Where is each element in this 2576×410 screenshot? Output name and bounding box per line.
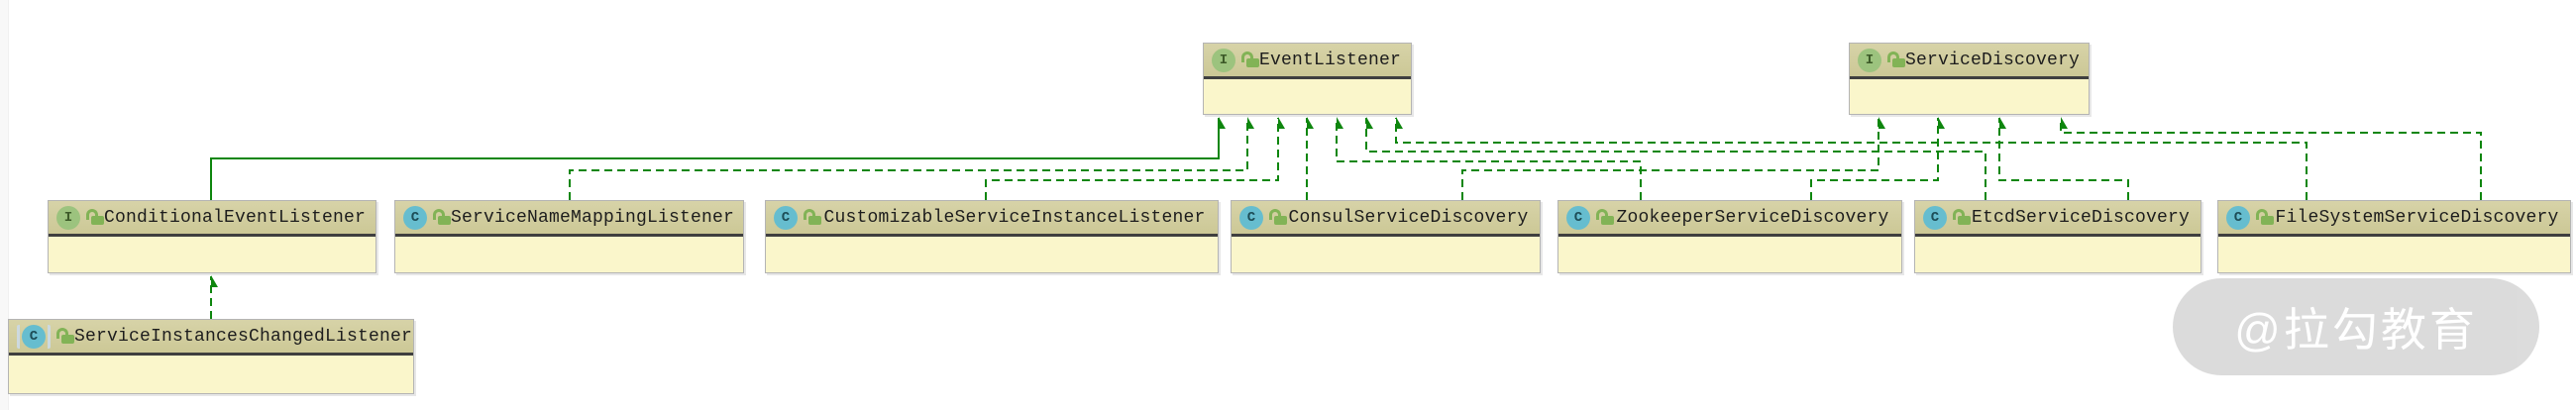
watermark-badge: @拉勾教育 — [2173, 278, 2539, 375]
lock-open-icon — [86, 208, 104, 225]
node-header: I EventListener — [1204, 44, 1411, 79]
node-header: C ServiceNameMappingListener — [395, 201, 743, 237]
node-body — [1915, 237, 2200, 272]
interface-icon: I — [56, 205, 80, 230]
node-body — [1232, 237, 1540, 272]
node-header: I ServiceDiscovery — [1850, 44, 2089, 79]
class-icon: C — [2226, 205, 2250, 230]
node-service-discovery[interactable]: I ServiceDiscovery — [1849, 43, 2090, 115]
lock-open-icon — [1596, 208, 1614, 225]
edge-file-system-service-discovery-to-service-discovery — [2060, 118, 2482, 200]
class-icon: C — [1923, 205, 1947, 230]
edge-etcd-service-discovery-to-service-discovery — [1998, 118, 2129, 200]
node-conditional-event-listener[interactable]: I ConditionalEventListener — [48, 200, 376, 273]
node-body — [1850, 79, 2089, 114]
lock-open-icon — [433, 208, 451, 225]
node-title: ServiceNameMappingListener — [451, 207, 735, 228]
edge-conditional-event-listener-to-event-listener — [210, 118, 1219, 200]
node-body — [49, 237, 376, 272]
node-title: ConsulServiceDiscovery — [1288, 207, 1529, 228]
node-service-instances-changed-listener[interactable]: C ServiceInstancesChangedListener — [8, 319, 414, 394]
node-title: FileSystemServiceDiscovery — [2275, 207, 2559, 228]
node-title: ServiceDiscovery — [1905, 50, 2081, 70]
edge-service-name-mapping-listener-to-event-listener — [569, 118, 1247, 200]
node-body — [1558, 237, 1901, 272]
canvas-left-strip — [0, 0, 9, 410]
lock-open-icon — [2256, 208, 2274, 225]
node-etcd-service-discovery[interactable]: C EtcdServiceDiscovery — [1914, 200, 2201, 273]
selection-marks: C — [17, 324, 51, 349]
node-body — [9, 356, 413, 393]
class-icon: C — [1566, 205, 1590, 230]
node-title: ServiceInstancesChangedListener — [74, 326, 413, 347]
node-title: CustomizableServiceInstanceListener — [823, 207, 1206, 228]
lock-open-icon — [1241, 51, 1259, 67]
watermark-text: @拉勾教育 — [2234, 304, 2478, 356]
node-service-name-mapping-listener[interactable]: C ServiceNameMappingListener — [394, 200, 744, 273]
node-customizable-service-instance-listener[interactable]: C CustomizableServiceInstanceListener — [765, 200, 1219, 273]
lock-open-icon — [1953, 208, 1971, 225]
lock-open-icon — [1887, 51, 1905, 67]
node-file-system-service-discovery[interactable]: C FileSystemServiceDiscovery — [2217, 200, 2571, 273]
lock-open-icon — [56, 327, 74, 344]
node-event-listener[interactable]: I EventListener — [1203, 43, 1412, 115]
class-icon: C — [774, 205, 798, 230]
node-header: C ZookeeperServiceDiscovery — [1558, 201, 1901, 237]
class-icon: C — [1239, 205, 1263, 230]
lock-open-icon — [804, 208, 821, 225]
node-header: I ConditionalEventListener — [49, 201, 376, 237]
node-header: C EtcdServiceDiscovery — [1915, 201, 2200, 237]
interface-icon: I — [1212, 48, 1235, 72]
node-title: EventListener — [1259, 50, 1402, 70]
node-body — [2218, 237, 2570, 272]
node-consul-service-discovery[interactable]: C ConsulServiceDiscovery — [1231, 200, 1541, 273]
edge-zookeeper-service-discovery-to-service-discovery — [1810, 118, 1938, 200]
node-body — [766, 237, 1218, 272]
edge-zookeeper-service-discovery-to-event-listener — [1336, 118, 1642, 200]
node-body — [395, 237, 743, 272]
edge-file-system-service-discovery-to-event-listener — [1395, 118, 2308, 200]
class-icon: C — [22, 324, 46, 349]
node-title: ConditionalEventListener — [104, 207, 367, 228]
edge-etcd-service-discovery-to-event-listener — [1365, 118, 1986, 200]
interface-icon: I — [1858, 48, 1881, 72]
class-icon: C — [403, 205, 427, 230]
node-body — [1204, 79, 1411, 114]
node-header: C ServiceInstancesChangedListener — [9, 320, 413, 356]
node-title: EtcdServiceDiscovery — [1971, 207, 2191, 228]
node-zookeeper-service-discovery[interactable]: C ZookeeperServiceDiscovery — [1557, 200, 1902, 273]
node-header: C ConsulServiceDiscovery — [1232, 201, 1540, 237]
node-title: ZookeeperServiceDiscovery — [1616, 207, 1889, 228]
node-header: C CustomizableServiceInstanceListener — [766, 201, 1218, 237]
edge-consul-service-discovery-to-service-discovery — [1461, 118, 1878, 200]
lock-open-icon — [1269, 208, 1287, 225]
node-header: C FileSystemServiceDiscovery — [2218, 201, 2570, 237]
